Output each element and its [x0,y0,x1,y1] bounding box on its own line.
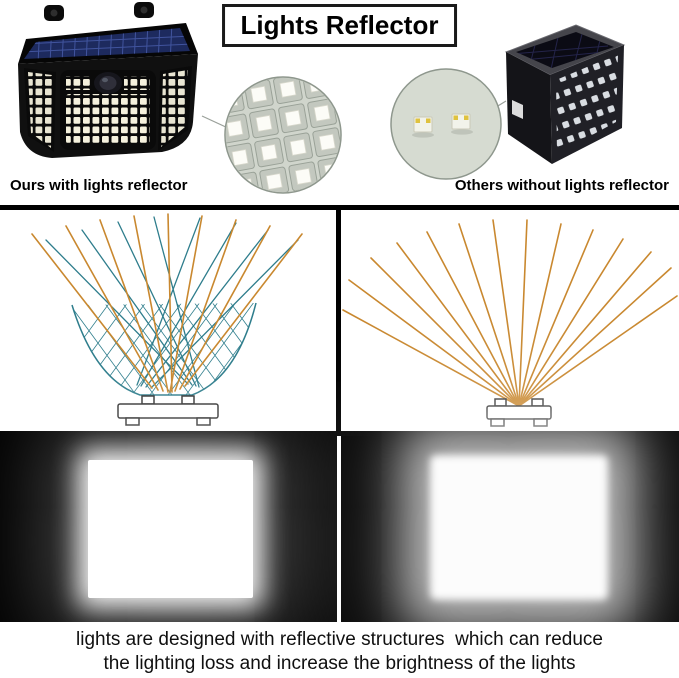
focused-rays [31,213,303,393]
panel-gap [337,436,341,622]
left-led-wing [24,68,56,152]
sensor-window [512,100,523,119]
lamp-base [486,398,552,427]
flat-led-chips [412,113,473,138]
scattered-rays [342,219,678,407]
ray-diagram-section [0,210,679,431]
left-magnifier-icon [222,74,344,196]
comparison-section: Lights Reflector [0,0,679,205]
dim-output-panel [341,436,679,622]
right-lamp-icon [504,24,626,164]
horizontal-divider-top [0,205,679,210]
footer-line-2: the lighting loss and increase the brigh… [103,653,576,674]
bright-output-panel [0,436,337,622]
right-magnifier-icon [390,68,502,180]
vertical-divider [336,210,341,431]
horizontal-divider-bottom [0,431,679,436]
footer-line-1: lights are designed with reflective stru… [76,629,603,650]
light-output-section [0,436,679,622]
lamp-base [117,395,219,426]
cube-led-face [550,45,624,164]
reflector-rays-icon [31,213,303,426]
left-lamp-icon [18,2,198,158]
bright-light-square [88,460,253,598]
right-caption: Others without lights reflector [454,177,669,194]
diffuse-light-square [430,455,608,600]
left-caption: Ours with lights reflector [10,177,188,194]
title-box: Lights Reflector [221,4,458,47]
footer-caption: lights are designed with reflective stru… [0,622,679,678]
right-led-wing [158,66,192,151]
scattered-rays-icon [342,219,678,427]
mount-caps [44,2,154,21]
cube-left-face [506,52,552,164]
front-led-array [60,70,156,150]
motion-sensor [94,72,122,94]
reflector-cup-outline [71,302,257,396]
page-title: Lights Reflector [240,10,439,40]
